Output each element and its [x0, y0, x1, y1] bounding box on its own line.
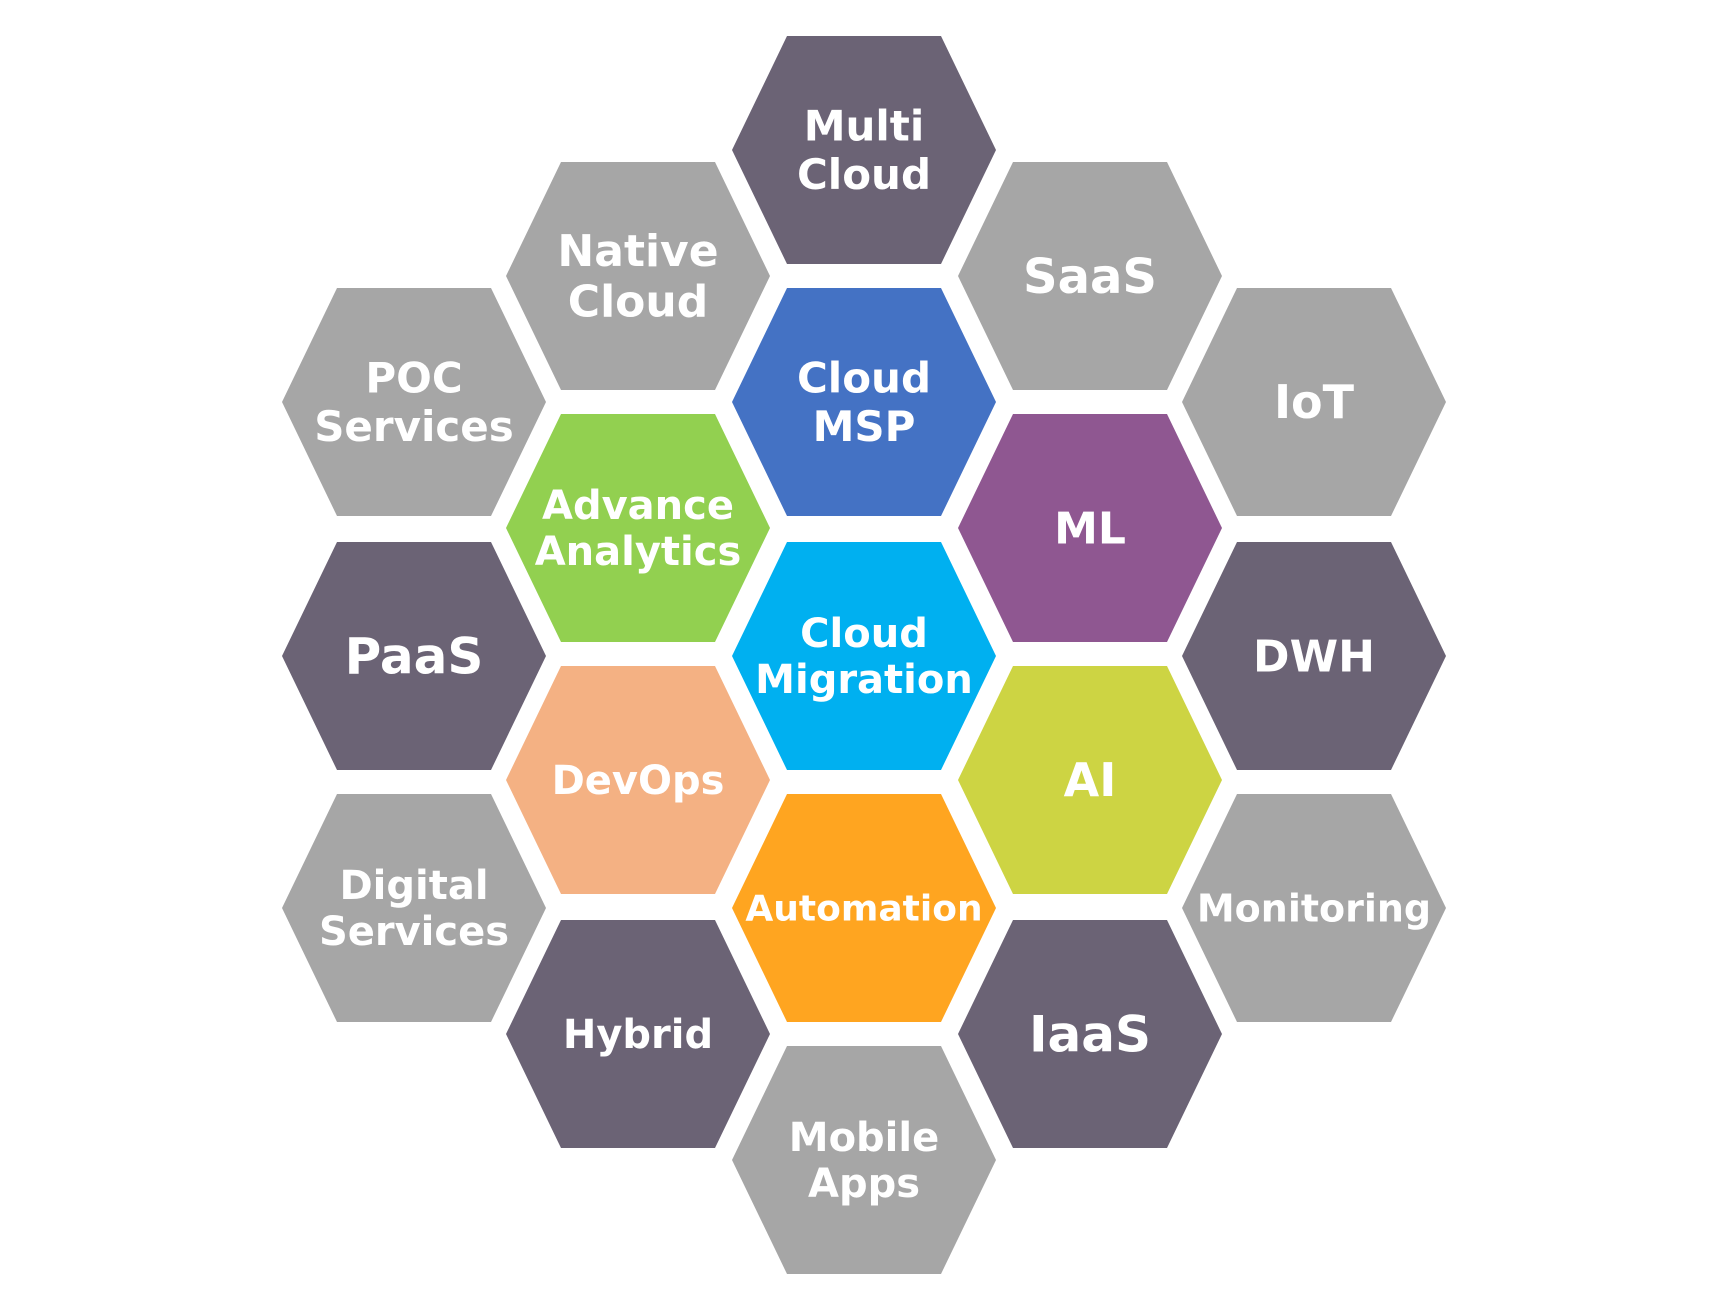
hexagon-shape [732, 36, 996, 264]
hexagon-label: DWH [1253, 631, 1375, 682]
hexagon-label: AI [1064, 753, 1117, 807]
hexagon-label-line: IoT [1274, 375, 1355, 429]
hexagon-shape [506, 414, 770, 642]
hexagon-automation: Automation [732, 794, 996, 1022]
hexagon-label-line: DWH [1253, 631, 1375, 682]
hexagon-label: IaaS [1029, 1006, 1151, 1064]
hexagon-label-line: Cloud [800, 611, 928, 657]
hexagon-label-line: Services [314, 402, 514, 451]
hexagon-label-line: PaaS [345, 628, 484, 686]
hexagon-shape [732, 794, 996, 1022]
hexagon-shape [958, 162, 1222, 390]
hexagon-label-line: Digital [339, 863, 488, 909]
hexagon-shape [282, 542, 546, 770]
hexagon-label-line: DevOps [552, 758, 725, 804]
hexagon-label-line: Apps [808, 1161, 920, 1207]
hexagon-label-line: Cloud [797, 354, 931, 403]
hexagon-shape [282, 794, 546, 1022]
hexagon-hybrid: Hybrid [506, 920, 770, 1148]
hexagon-shape [282, 288, 546, 516]
hexagon-label: Automation [745, 889, 982, 930]
hexagon-label: ML [1054, 503, 1126, 554]
hexagon-devops: DevOps [506, 666, 770, 894]
hexagon-monitoring: Monitoring [1182, 794, 1446, 1022]
hexagon-label-line: Advance [542, 483, 734, 529]
hexagon-label-line: IaaS [1029, 1006, 1151, 1064]
hexagon-label-line: AI [1064, 753, 1117, 807]
hexagon-paas: PaaS [282, 542, 546, 770]
hexagon-iaas: IaaS [958, 920, 1222, 1148]
hexagon-label-line: Services [319, 909, 509, 955]
hexagon-label-line: Multi [804, 102, 925, 151]
hexagon-label-line: Hybrid [563, 1012, 713, 1058]
hexagon-label: SaaS [1023, 249, 1157, 305]
hexagon-dwh: DWH [1182, 542, 1446, 770]
hexagon-label-line: MSP [813, 402, 916, 451]
hexagon-label-line: POC [365, 354, 462, 403]
hexagon-shape [958, 666, 1222, 894]
hexagon-label: Hybrid [563, 1012, 713, 1058]
hexagon-shape [732, 288, 996, 516]
hexagon-label: IoT [1274, 375, 1355, 429]
hexagon-shape [732, 1046, 996, 1274]
hexagon-shape [958, 920, 1222, 1148]
hexagon-shape [506, 666, 770, 894]
hexagon-label: PaaS [345, 628, 484, 686]
hexagon-shape [506, 162, 770, 390]
hexagon-shape [732, 542, 996, 770]
hexagon-label-line: ML [1054, 503, 1126, 554]
hexagon-shape [958, 414, 1222, 642]
hexagon-label-line: Cloud [568, 277, 708, 328]
hexagon-label-line: Native [557, 226, 718, 277]
hexagon-shape [1182, 542, 1446, 770]
hexagon-label-line: Automation [745, 889, 982, 930]
hexagon-label-line: Migration [755, 657, 973, 703]
hexagon-shape [1182, 288, 1446, 516]
hexagon-label: DevOps [552, 758, 725, 804]
hexagon-saas: SaaS [958, 162, 1222, 390]
hexagon-label-line: Mobile [789, 1115, 939, 1161]
hexagon-label-line: Cloud [797, 150, 931, 199]
hexagon-ml: ML [958, 414, 1222, 642]
hexagon-shape [1182, 794, 1446, 1022]
hexagon-shape [506, 920, 770, 1148]
hexagon-label-line: SaaS [1023, 249, 1157, 305]
hexagon-label-line: Analytics [535, 529, 742, 575]
hexagon-label-line: Monitoring [1197, 886, 1431, 930]
hexagon-label: Monitoring [1197, 886, 1431, 930]
hexagon-ai: AI [958, 666, 1222, 894]
hexagon-iot: IoT [1182, 288, 1446, 516]
